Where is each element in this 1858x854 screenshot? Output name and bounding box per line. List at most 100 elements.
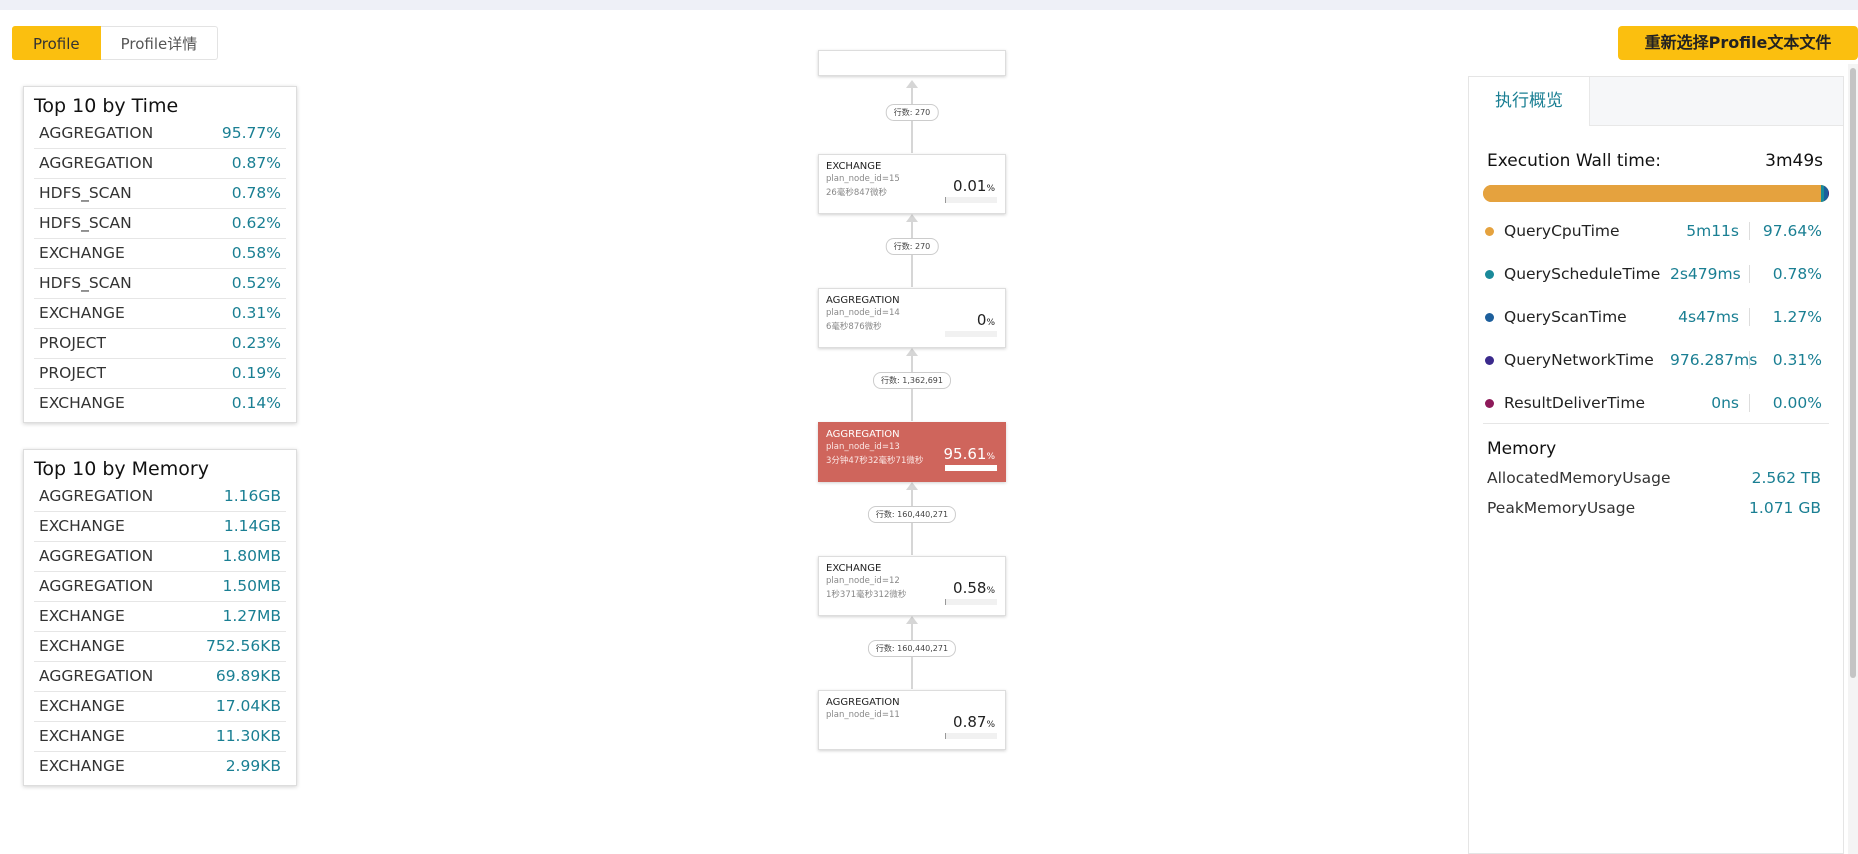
percent-value: 95.61 [943,445,987,463]
percent-value: 0.58 [953,579,987,597]
memory-name: AllocatedMemoryUsage [1487,469,1671,487]
plan-node-name: AGGREGATION [826,295,900,306]
table-row[interactable]: PROJECT 0.23% [34,329,286,359]
memory-name: PeakMemoryUsage [1487,499,1636,517]
metric-name: ResultDeliverTime [1504,394,1645,412]
plan-node-bar-fill [945,733,947,739]
plan-node-bar-fill [945,465,995,471]
row-name: EXCHANGE [39,244,125,262]
row-name: EXCHANGE [39,697,125,715]
row-name: EXCHANGE [39,304,125,322]
table-row[interactable]: EXCHANGE 0.58% [34,239,286,269]
wall-bar-segment [1827,185,1829,202]
row-name: HDFS_SCAN [39,214,132,232]
divider [1483,423,1829,424]
wall-time-row: Execution Wall time: 3m49s [1487,151,1823,171]
table-row[interactable]: EXCHANGE 0.31% [34,299,286,329]
plan-edge: 行数: 160,440,271 [818,482,1006,556]
row-value: 0.58% [231,244,281,262]
memory-value: 2.562 TB [1751,469,1821,487]
row-name: AGGREGATION [39,547,154,565]
wall-bar-segment [1820,185,1824,202]
table-row[interactable]: HDFS_SCAN 0.62% [34,209,286,239]
tab-profile[interactable]: Profile [12,26,101,60]
metric-time: 976.287ms [1670,351,1758,369]
row-count-label: 行数: 160,440,271 [867,506,957,523]
percent-unit: % [986,318,995,328]
plan-node-partial-top[interactable] [818,50,1006,76]
row-value: 0.31% [231,304,281,322]
table-row[interactable]: EXCHANGE 17.04KB [34,692,286,722]
tab-profile-details[interactable]: Profile详情 [100,26,219,60]
plan-node-bar [945,733,997,739]
metric-dot [1485,269,1494,279]
metric-dot [1485,312,1494,322]
metric-dot [1485,355,1494,365]
row-name: PROJECT [39,364,106,382]
tab-execution-overview[interactable]: 执行概览 [1469,77,1590,126]
row-value: 1.14GB [223,517,281,535]
row-value: 0.19% [231,364,281,382]
metric-time: 0ns [1670,394,1750,412]
row-name: EXCHANGE [39,757,125,775]
plan-node-bar-fill [945,599,947,605]
metric-dot [1485,226,1494,236]
percent-unit: % [986,184,995,194]
overview-panel: 执行概览 Execution Wall time: 3m49s QueryCpu… [1468,76,1844,854]
plan-node-name: AGGREGATION [826,429,900,440]
metric-dot [1485,398,1494,408]
plan-node-id: plan_node_id=15 [826,174,900,184]
plan-node-name: EXCHANGE [826,563,882,574]
metric-percent: 1.27% [1772,308,1822,326]
row-name: PROJECT [39,334,106,352]
row-count-label: 行数: 270 [885,104,939,121]
metric-name: QueryNetworkTime [1504,351,1654,369]
top-time-title: Top 10 by Time [34,95,179,117]
row-value: 1.27MB [222,607,281,625]
plan-node-bar [945,599,997,605]
row-value: 0.87% [231,154,281,172]
plan-node-bar [945,331,997,337]
plan-node-id: plan_node_id=14 [826,308,900,318]
row-value: 0.78% [231,184,281,202]
scrollbar-thumb[interactable] [1850,68,1856,678]
percent-unit: % [986,452,995,462]
page-scrollbar[interactable] [1848,64,1858,854]
percent-unit: % [986,720,995,730]
row-value: 0.62% [231,214,281,232]
plan-node-bar [945,197,997,203]
memory-title: Memory [1487,439,1557,459]
row-value: 0.23% [231,334,281,352]
percent-value: 0.01 [953,177,987,195]
view-tabs: Profile Profile详情 [12,26,219,60]
plan-edge: 行数: 270 [818,80,1006,154]
table-row[interactable]: PROJECT 0.19% [34,359,286,389]
row-value: 17.04KB [215,697,281,715]
row-name: EXCHANGE [39,637,125,655]
reselect-profile-file-button[interactable]: 重新选择Profile文本文件 [1618,26,1858,60]
